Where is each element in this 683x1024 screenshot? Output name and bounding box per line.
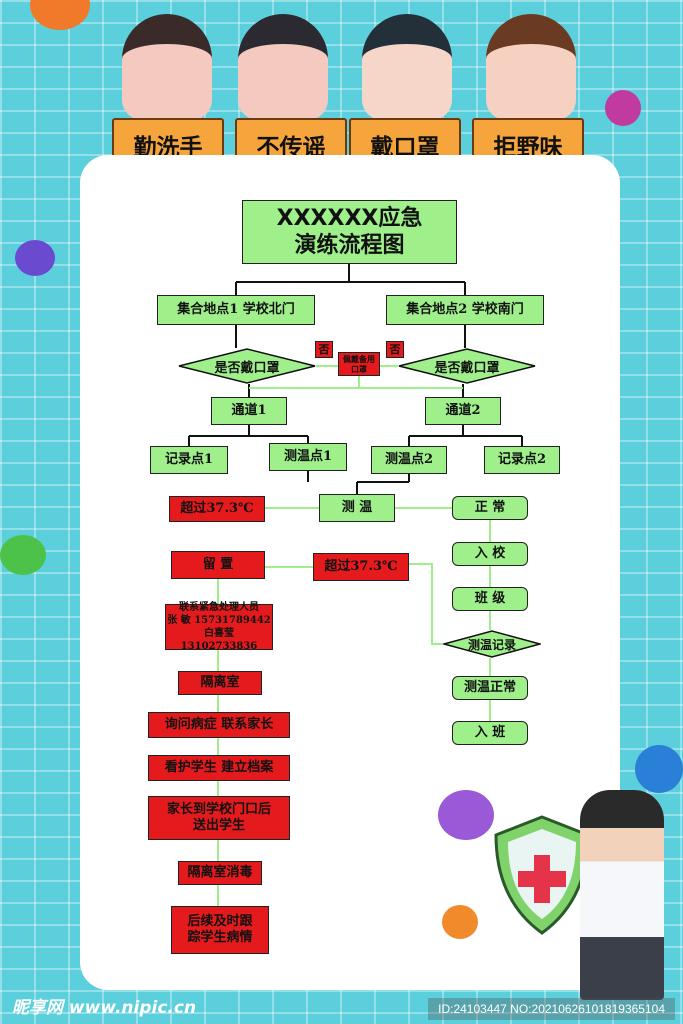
normal: 正 常	[452, 496, 528, 520]
mask-check-decision-1: 是否戴口罩	[178, 348, 316, 384]
enter-class: 入 班	[452, 721, 528, 745]
title-line-2: 演练流程图	[294, 233, 405, 258]
enter-school: 入 校	[452, 542, 528, 566]
contact-line: 白喜莹13102733836	[180, 628, 258, 652]
channel-1: 通道1	[211, 397, 287, 425]
assembly-point-1: 集合地点1 学校北门	[157, 295, 315, 325]
shield-icon	[494, 815, 590, 935]
emergency-contact-box: 联系紧急处理人员张 敏 15731789442 白喜莹13102733836	[165, 602, 273, 652]
no-label-left: 否	[315, 341, 333, 358]
record-point-1: 记录点1	[150, 446, 228, 474]
child-illustration	[486, 14, 576, 120]
watermark: 昵享网 www.nipic.cn	[12, 998, 197, 1018]
temp-record-decision: 测温记录	[443, 630, 541, 658]
channel-2: 通道2	[425, 397, 501, 425]
temp-point-2: 测温点2	[371, 446, 447, 474]
disinfect: 隔离室消毒	[178, 861, 262, 885]
ask-symptoms: 询问病症 联系家长	[148, 712, 290, 738]
virus-decoration	[635, 745, 683, 793]
virus-decoration	[442, 905, 478, 939]
virus-decoration	[15, 240, 55, 276]
contact-line: 联系紧急处理人员	[179, 602, 259, 613]
decision-label: 是否戴口罩	[434, 360, 500, 376]
virus-decoration	[438, 790, 494, 840]
follow-up: 后续及时跟踪学生病情	[171, 906, 269, 954]
virus-decoration	[0, 535, 46, 575]
no-label-right: 否	[386, 341, 404, 358]
title-line-1: XXXXXX应急	[276, 205, 423, 231]
record-point-2: 记录点2	[484, 446, 560, 474]
measure-temp: 测 温	[319, 494, 395, 522]
decision-label: 是否戴口罩	[214, 360, 280, 376]
spare-mask-box: 佩戴备用口罩	[338, 352, 380, 376]
temp-point-1: 测温点1	[269, 443, 347, 471]
care-student: 看护学生 建立档案	[148, 755, 290, 781]
image-id: ID:24103447 NO:20210626101819365104	[428, 998, 675, 1020]
over-temp-1: 超过37.3℃	[169, 496, 265, 522]
temp-normal: 测温正常	[452, 676, 528, 700]
doctor-illustration	[580, 790, 664, 1000]
mask-check-decision-2: 是否戴口罩	[398, 348, 536, 384]
decision-label: 测温记录	[467, 637, 516, 652]
detain: 留 置	[171, 551, 265, 579]
isolation-room: 隔离室	[178, 671, 262, 695]
parent-pickup: 家长到学校门口后送出学生	[148, 796, 290, 840]
virus-decoration	[605, 90, 641, 126]
flowchart-title: XXXXXX应急演练流程图	[242, 200, 457, 264]
over-temp-2: 超过37.3℃	[313, 553, 409, 581]
contact-line: 张 敏 15731789442	[167, 615, 271, 626]
class: 班 级	[452, 587, 528, 611]
assembly-point-2: 集合地点2 学校南门	[386, 295, 544, 325]
